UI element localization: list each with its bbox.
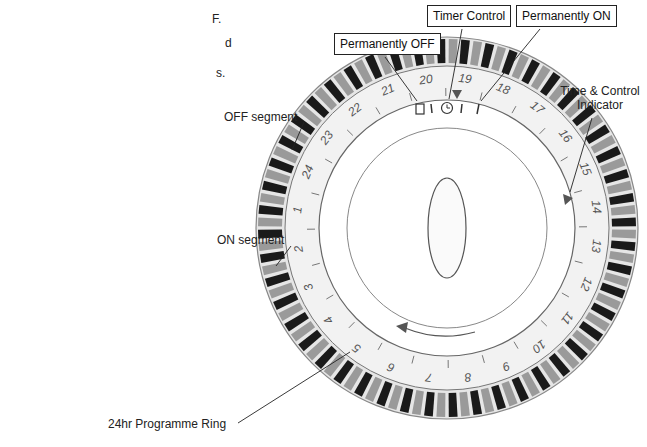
hour-number: 19 [458,72,473,87]
callout-box: Timer Control [427,5,511,27]
leader-line [449,29,462,99]
hour-number: 20 [419,72,434,87]
timer-segment [258,217,282,226]
hour-number: 13 [589,239,604,254]
ring-tick [512,106,516,113]
ring-tick [482,355,484,363]
callout-box: Permanently ON [516,5,617,27]
ring-tick [410,93,412,101]
ring-tick [574,191,582,193]
ring-tick [514,342,518,349]
timer-segment [265,272,290,287]
timer-segment [607,262,632,276]
callout-text: Timer Control [433,9,505,23]
ring-tick [376,107,380,114]
timer-segment [611,240,636,251]
ring-tick [311,193,319,195]
ring-tick [347,130,353,136]
ring-tick [445,88,446,96]
timer-segment [609,193,634,205]
hour-number: 1 [291,206,305,214]
timer-segment [491,385,506,410]
timer-segment [612,217,636,226]
position-tick [431,104,432,113]
ring-tick [541,321,547,327]
callout-text: Permanently ON [522,9,611,23]
ring-tick [562,293,569,297]
position-tick [461,104,462,113]
timer-segment [262,262,287,276]
ring-ticks [307,88,587,368]
callout-box: Permanently OFF [334,33,441,55]
ring-tick [540,128,546,134]
ring-tick [412,356,414,364]
part-label: ON segment [217,233,284,247]
ring-tick [579,226,587,227]
leader-line [276,246,291,266]
timer-segment [611,205,636,216]
clock-symbol [442,103,453,114]
leader-line [292,122,304,150]
ring-tick [326,295,333,299]
ring-tick [378,343,382,350]
hour-number: 7 [425,370,433,384]
timer-segment [609,251,634,263]
control-face [319,100,575,356]
timer-segment [424,392,435,417]
clock-hands [447,105,450,109]
timer-segment [612,230,636,239]
callout-text: Permanently OFF [340,37,435,51]
ring-tick [480,92,482,100]
ring-tick [325,159,332,163]
timer-segment [400,388,414,413]
indicator-triangle [452,90,462,99]
inner-ring [347,128,547,328]
ring-tick [561,157,568,161]
leader-line [238,352,350,423]
timer-segment [459,392,470,417]
ring-tick [307,229,315,230]
timer-segment [470,390,482,415]
timer-segment [436,393,445,417]
ring-tick [312,263,320,265]
off-symbol [416,104,424,114]
timer-segment [260,251,285,263]
timer-segment [481,43,495,68]
leader-line [481,29,540,101]
hour-number: 14 [588,200,603,215]
rotation-arrow [405,328,475,336]
ring-tick [575,261,583,263]
leader-line [570,118,592,192]
timer-segment [449,393,458,417]
timer-segment [481,388,495,413]
timer-segment [412,390,424,415]
timer-segment [470,41,482,66]
part-label: F. [212,12,221,26]
programme-ring [285,66,609,390]
on-symbol [477,104,479,114]
part-label: s. [216,66,225,80]
part-label: Time & Control Indicator [556,84,644,112]
part-label: OFF segment [224,110,297,124]
timer-segment [260,193,285,205]
part-label: 24hr Programme Ring [108,417,226,431]
knob [428,178,466,278]
indicator-triangle [563,194,573,205]
timer-segment [604,169,629,184]
timer-segment [607,181,632,195]
part-label: d [225,36,232,50]
timer-segment [459,40,470,65]
timer-segment [259,205,284,216]
timer-segment [262,181,287,195]
ring-tick [349,322,355,328]
rotation-arrowhead [396,322,408,333]
ring-tick [448,360,449,368]
